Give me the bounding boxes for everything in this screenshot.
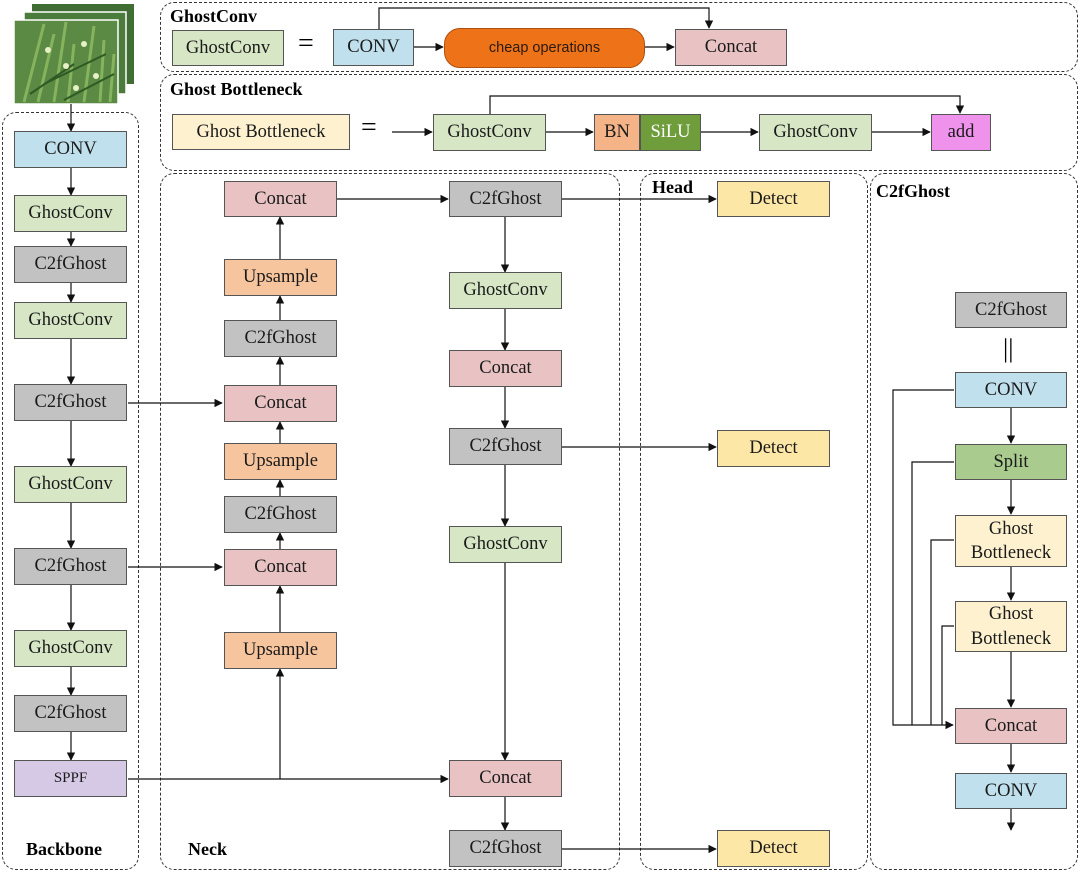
backbone-sppf: SPPF — [14, 760, 127, 797]
c2fghost-def-conv-1: CONV — [955, 372, 1067, 408]
neck-down-concat-2: Concat — [449, 760, 562, 797]
c2fghost-section — [870, 173, 1078, 870]
bottleneck-def-ghostconv-2: GhostConv — [759, 114, 872, 151]
backbone-ghostconv-2: GhostConv — [14, 302, 127, 339]
neck-section-title: Neck — [188, 839, 227, 859]
neck-down-ghostconv-2: GhostConv — [449, 526, 562, 563]
ghostconv-def-cheap-operations: cheap operations — [444, 28, 645, 68]
head-detect-1: Detect — [717, 181, 830, 217]
neck-concat-mid: Concat — [224, 385, 337, 422]
head-section — [640, 173, 868, 870]
neck-concat-low: Concat — [224, 549, 337, 586]
ghostconv-def-conv: CONV — [333, 29, 414, 66]
backbone-c2fghost-4: C2fGhost — [14, 695, 127, 732]
backbone-c2fghost-3: C2fGhost — [14, 548, 127, 585]
input-image — [14, 4, 134, 104]
neck-upsample-2: Upsample — [224, 443, 337, 480]
ghostconv-section-title: GhostConv — [170, 6, 258, 26]
head-detect-2: Detect — [717, 430, 830, 467]
ghostconv-equals-sign: = — [298, 28, 314, 59]
c2fghost-def-concat: Concat — [955, 708, 1067, 744]
neck-section — [160, 173, 620, 870]
neck-c2fghost-1: C2fGhost — [224, 320, 337, 357]
neck-down-c2fghost-1: C2fGhost — [449, 181, 562, 217]
c2fghost-def-lhs: C2fGhost — [955, 292, 1067, 328]
bottleneck-def-add: add — [931, 114, 991, 151]
c2fghost-def-conv-2: CONV — [955, 773, 1067, 809]
neck-c2fghost-2: C2fGhost — [224, 496, 337, 533]
backbone-ghostconv-1: GhostConv — [14, 195, 127, 232]
neck-upsample-3: Upsample — [224, 632, 337, 669]
backbone-ghostconv-3: GhostConv — [14, 466, 127, 503]
ghostconv-section — [160, 2, 1078, 72]
c2fghost-def-ghost-bottleneck-1: Ghost Bottleneck — [955, 515, 1067, 567]
backbone-conv: CONV — [14, 131, 127, 168]
ghostconv-def-lhs: GhostConv — [172, 30, 284, 66]
bottleneck-def-silu: SiLU — [640, 114, 701, 151]
c2fghost-equals-sign: || — [1003, 334, 1014, 363]
neck-down-c2fghost-2: C2fGhost — [449, 428, 562, 465]
bottleneck-equals-sign: = — [361, 112, 377, 143]
backbone-section-title: Backbone — [26, 839, 103, 859]
bottleneck-def-bn: BN — [594, 114, 640, 151]
bottleneck-def-lhs: Ghost Bottleneck — [172, 114, 350, 150]
c2fghost-def-ghost-bottleneck-2: Ghost Bottleneck — [955, 601, 1067, 652]
c2fghost-def-split: Split — [955, 444, 1067, 480]
ghostconv-def-concat: Concat — [675, 29, 787, 66]
neck-down-ghostconv-1: GhostConv — [449, 272, 562, 309]
ghost-bottleneck-section-title: Ghost Bottleneck — [170, 79, 303, 99]
backbone-c2fghost-1: C2fGhost — [14, 246, 127, 283]
ghost-bottleneck-section — [160, 74, 1078, 171]
backbone-c2fghost-2: C2fGhost — [14, 384, 127, 421]
neck-upsample-1: Upsample — [224, 259, 337, 296]
neck-concat-top: Concat — [224, 181, 337, 217]
bottleneck-def-ghostconv-1: GhostConv — [433, 114, 546, 151]
c2fghost-section-title: C2fGhost — [876, 181, 951, 201]
head-detect-3: Detect — [717, 830, 830, 867]
neck-down-c2fghost-3: C2fGhost — [449, 830, 562, 867]
head-section-title: Head — [652, 177, 694, 197]
backbone-ghostconv-4: GhostConv — [14, 630, 127, 667]
neck-down-concat-1: Concat — [449, 350, 562, 387]
